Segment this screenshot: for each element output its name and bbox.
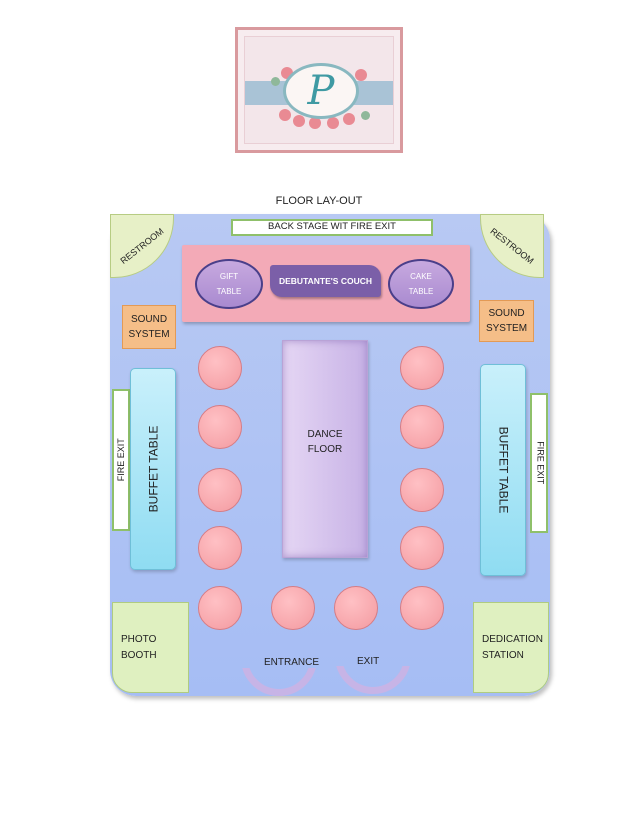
exit-label: EXIT — [357, 656, 380, 667]
fire-exit-left-label: FIRE EXIT — [115, 438, 126, 482]
exit-arch — [335, 666, 411, 694]
sound-system-left-label: SOUND — [130, 314, 168, 325]
buffet-table-right-label: BUFFET TABLE — [496, 426, 511, 514]
flower-decoration — [343, 113, 355, 125]
sound-system-left: SOUND SYSTEM — [122, 305, 176, 349]
fire-exit-left: FIRE EXIT — [112, 389, 130, 531]
guest-table — [198, 468, 242, 512]
sound-system-right: SOUND SYSTEM — [479, 300, 534, 342]
guest-table — [334, 586, 378, 630]
guest-table — [400, 405, 444, 449]
logo: P — [235, 27, 403, 153]
cake-table-label-2: TABLE — [408, 287, 434, 296]
photo-booth: PHOTO BOOTH — [112, 602, 189, 693]
guest-table — [198, 586, 242, 630]
buffet-table-left-label: BUFFET TABLE — [146, 425, 161, 513]
flower-decoration — [355, 69, 367, 81]
photo-booth-label: PHOTO — [121, 633, 157, 645]
gift-table-label: GIFT — [219, 271, 239, 281]
floor-layout-title: FLOOR LAY-OUT — [275, 195, 363, 207]
flower-decoration — [293, 115, 305, 127]
logo-background: P — [244, 36, 394, 144]
dance-floor-label-2: FLOOR — [307, 444, 343, 455]
guest-table — [271, 586, 315, 630]
sound-system-left-label-2: SYSTEM — [128, 329, 170, 340]
fire-exit-right: FIRE EXIT — [530, 393, 548, 533]
dance-floor-label: DANCE — [307, 429, 343, 440]
debutantes-couch: DEBUTANTE'S COUCH — [270, 265, 381, 297]
logo-monogram: P — [283, 63, 359, 119]
photo-booth-label-2: BOOTH — [121, 649, 157, 661]
leaf-decoration — [361, 111, 370, 120]
guest-table — [400, 526, 444, 570]
flower-decoration — [279, 109, 291, 121]
sound-system-right-label-2: SYSTEM — [485, 323, 528, 334]
dance-floor: DANCE FLOOR — [282, 340, 368, 558]
guest-table — [198, 526, 242, 570]
guest-table — [400, 586, 444, 630]
dedication-station-label: DEDICATION — [482, 633, 543, 645]
fire-exit-right-label: FIRE EXIT — [534, 441, 545, 485]
entrance-arch — [241, 668, 317, 696]
cake-table-label: CAKE — [410, 271, 432, 281]
entrance-label: ENTRANCE — [264, 657, 320, 668]
guest-table — [400, 346, 444, 390]
cake-table: CAKE TABLE — [388, 259, 454, 309]
dedication-station: DEDICATION STATION — [473, 602, 549, 693]
flower-decoration — [309, 117, 321, 129]
guest-table — [198, 405, 242, 449]
leaf-decoration — [271, 77, 280, 86]
flower-decoration — [327, 117, 339, 129]
buffet-table-right: BUFFET TABLE — [480, 364, 526, 576]
sound-system-right-label: SOUND — [488, 308, 525, 319]
dedication-station-label-2: STATION — [482, 649, 524, 661]
backstage-fire-exit: BACK STAGE WIT FIRE EXIT — [231, 219, 433, 236]
gift-table-label-2: TABLE — [216, 287, 242, 296]
guest-table — [198, 346, 242, 390]
buffet-table-left: BUFFET TABLE — [130, 368, 176, 570]
gift-table: GIFT TABLE — [195, 259, 263, 309]
guest-table — [400, 468, 444, 512]
